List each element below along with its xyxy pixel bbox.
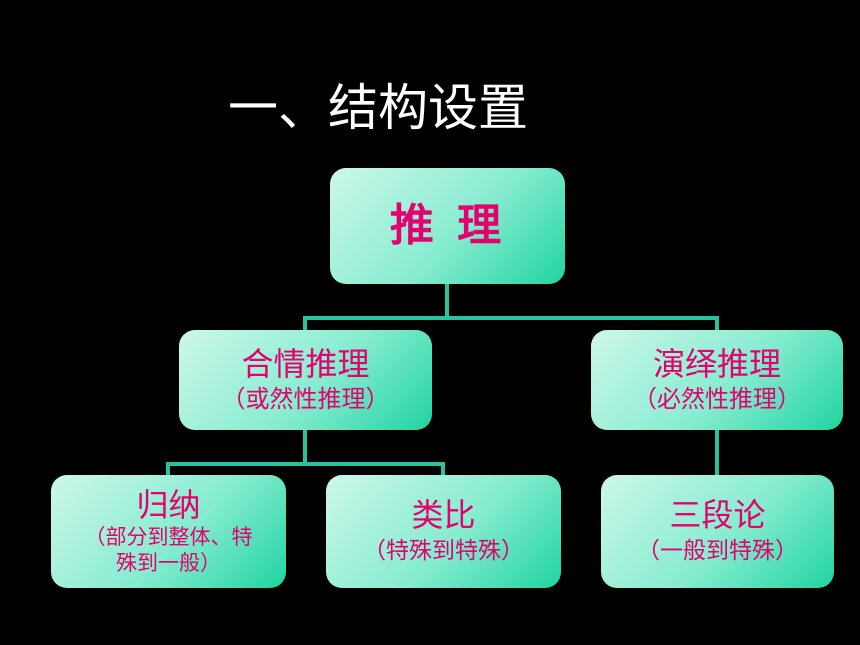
plausible-label: 合情推理 <box>241 345 370 384</box>
deductive-sublabel: （必然性推理） <box>633 385 801 413</box>
slide-title: 一、结构设置 <box>228 79 528 137</box>
syllogism-sublabel: （一般到特殊） <box>637 538 798 565</box>
node-induction: 归纳 （部分到整体、特殊到一般） <box>51 475 286 588</box>
node-plausible-reasoning: 合情推理 （或然性推理） <box>179 330 432 430</box>
root-node-reasoning: 推 理 <box>330 168 565 284</box>
plausible-sublabel: （或然性推理） <box>221 385 390 413</box>
node-syllogism: 三段论 （一般到特殊） <box>601 475 834 588</box>
syllogism-label: 三段论 <box>669 496 766 535</box>
induction-label: 归纳 <box>136 485 201 524</box>
analogy-label: 类比 <box>411 496 476 535</box>
deductive-label: 演绎推理 <box>652 345 781 384</box>
node-analogy: 类比 （特殊到特殊） <box>326 475 561 588</box>
induction-sublabel: （部分到整体、特殊到一般） <box>84 524 253 575</box>
root-node-label: 推 理 <box>389 199 506 251</box>
node-deductive-reasoning: 演绎推理 （必然性推理） <box>591 330 843 430</box>
analogy-sublabel: （特殊到特殊） <box>363 538 524 565</box>
